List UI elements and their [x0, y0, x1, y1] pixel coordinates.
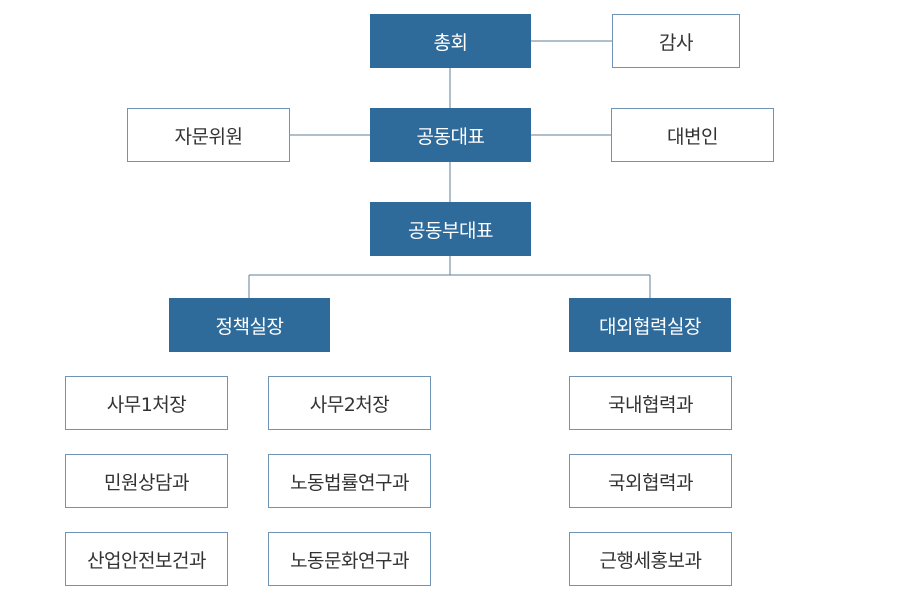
spokesperson-box: 대변인 [611, 108, 774, 162]
general-assembly-box: 총회 [370, 14, 531, 68]
unit-box: 국외협력과 [569, 454, 732, 508]
policy-director-box: 정책실장 [169, 298, 330, 352]
external-cooperation-director-box: 대외협력실장 [569, 298, 731, 352]
unit-box: 노동법률연구과 [268, 454, 431, 508]
unit-box: 산업안전보건과 [65, 532, 228, 586]
audit-box: 감사 [612, 14, 740, 68]
advisory-committee-box: 자문위원 [127, 108, 290, 162]
unit-box: 국내협력과 [569, 376, 732, 430]
unit-box: 민원상담과 [65, 454, 228, 508]
unit-box: 노동문화연구과 [268, 532, 431, 586]
co-vice-representative-box: 공동부대표 [370, 202, 531, 256]
unit-box: 사무2처장 [268, 376, 431, 430]
unit-box: 사무1처장 [65, 376, 228, 430]
co-representative-box: 공동대표 [370, 108, 531, 162]
unit-box: 근행세홍보과 [569, 532, 732, 586]
